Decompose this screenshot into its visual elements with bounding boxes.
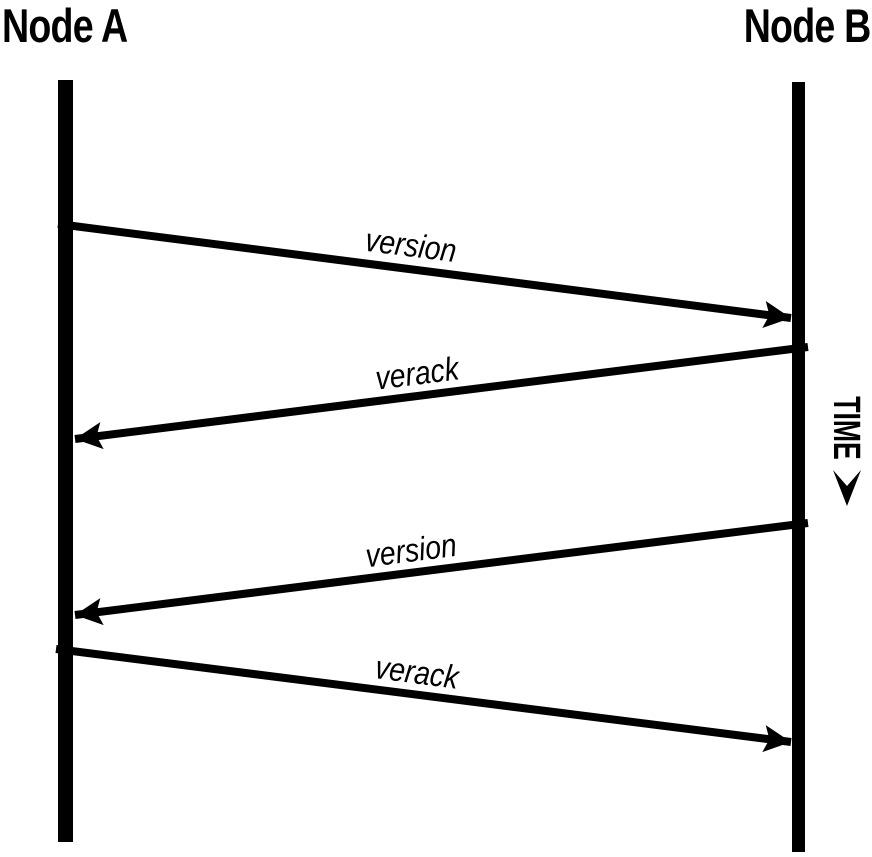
lifeline-node-a (58, 80, 73, 842)
message-arrow-version-a-to-b (57, 220, 792, 329)
lifeline-node-b (792, 82, 805, 852)
time-axis-label: TIME (825, 396, 867, 460)
actor-label-node-a: Node A (2, 0, 128, 52)
message-arrow-verack-a-to-b (55, 645, 792, 753)
message-arrow-version-b-to-a (74, 519, 809, 626)
message-arrow-verack-b-to-a (74, 343, 809, 450)
time-direction-arrow-icon (833, 470, 861, 506)
actor-label-node-b: Node B (743, 0, 871, 52)
